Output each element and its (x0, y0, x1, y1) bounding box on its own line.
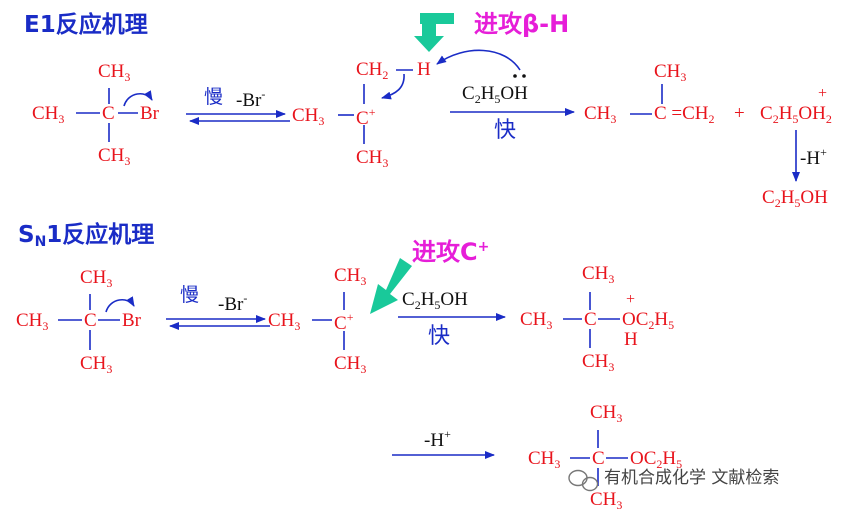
sn1-slow-label: 慢 (180, 284, 200, 306)
e1-ethanol-product: C2H5OH (762, 187, 828, 210)
sn1-oxonium-oc2h5: OC2H5 (622, 309, 675, 332)
e1-cation-ch3-left: CH3 (292, 105, 325, 128)
e1-title: E1反应机理 (24, 12, 148, 38)
sn1-attack-arrow-icon (370, 258, 412, 314)
sn1-cation-ch3-left: CH3 (268, 310, 301, 333)
e1-curved-arrow-ch (381, 73, 405, 100)
e1-slow-label: 慢 (204, 86, 224, 108)
e1-attack-arrow-icon (414, 13, 454, 52)
sn1-fast-label: 快 (428, 324, 451, 349)
e1-ch3-left: CH3 (32, 103, 65, 126)
e1-beta-h: H (417, 59, 431, 80)
e1-lone-pair-dot (522, 74, 526, 78)
sn1-ch3-top: CH3 (80, 267, 113, 290)
e1-attack-label: 进攻β-H (474, 10, 570, 38)
sn1-center-c: C (84, 310, 97, 331)
e1-product-ch3-left: CH3 (584, 103, 617, 126)
sn1-minus-h: -H+ (424, 427, 451, 451)
e1-center-c: C (102, 103, 115, 124)
e1-product-bonds (630, 84, 663, 115)
sn1-ch3-left: CH3 (16, 310, 49, 333)
sn1-minus-br: -Br- (218, 291, 248, 315)
e1-tbubr-bonds (76, 88, 138, 142)
sn1-title: SN1反应机理 (18, 222, 155, 250)
e1-cation-ch2: CH2 (356, 59, 389, 82)
sn1-curved-arrow-br (105, 296, 135, 313)
sn1-ether-ch3-bottom: CH3 (590, 489, 623, 512)
e1-oxonium-charge: + (818, 85, 828, 102)
sn1-oxonium-h: H (624, 329, 638, 350)
e1-cation-ch3-bottom: CH3 (356, 147, 389, 170)
e1-fast-label: 快 (494, 118, 517, 143)
sn1-oxonium-ch3-bottom: CH3 (582, 351, 615, 374)
sn1-oxonium-c: C (584, 309, 597, 330)
sn1-br: Br (122, 310, 141, 331)
watermark-text: 有机合成化学 文献检索 (604, 468, 780, 488)
sn1-oxonium-ch3-left: CH3 (520, 309, 553, 332)
e1-minus-h: -H+ (800, 145, 827, 169)
e1-lone-pair-dot (513, 74, 517, 78)
e1-cation-bonds (338, 69, 413, 144)
sn1-ether-bonds (570, 430, 628, 486)
e1-minus-br: -Br- (236, 87, 266, 111)
sn1-cation-ch3-bottom: CH3 (334, 353, 367, 376)
e1-product-ch3-top: CH3 (654, 61, 687, 84)
sn1-attack-label: 进攻C+ (412, 238, 490, 266)
e1-br: Br (140, 103, 159, 124)
sn1-oxonium-ch3-top: CH3 (582, 263, 615, 286)
sn1-oxonium-charge: + (626, 291, 636, 308)
sn1-ether-oc2h5: OC2H5 (630, 448, 683, 471)
e1-plus-sign: + (734, 103, 745, 124)
e1-reagent: C2H5OH (462, 83, 528, 106)
sn1-ch3-bottom: CH3 (80, 353, 113, 376)
sn1-tbubr-bonds (58, 294, 120, 350)
sn1-ether-ch3-top: CH3 (590, 402, 623, 425)
e1-product-alkene: C =CH2 (654, 103, 715, 126)
e1-protonated-ethanol: C2H5OH2 (760, 103, 832, 126)
e1-ch3-bottom: CH3 (98, 145, 131, 168)
sn1-oxonium-bonds (563, 292, 620, 348)
sn1-cation-ch3-top: CH3 (334, 265, 367, 288)
e1-cation-c: C+ (356, 105, 376, 129)
sn1-ether-ch3-left: CH3 (528, 448, 561, 471)
sn1-cation-c: C+ (334, 310, 354, 334)
wechat-icon (568, 469, 599, 492)
e1-ch3-top: CH3 (98, 61, 131, 84)
e1-curved-arrow-oh (436, 49, 521, 71)
sn1-reagent: C2H5OH (402, 289, 468, 312)
e1-curved-arrow-br (123, 90, 153, 107)
sn1-ether-c: C (592, 448, 605, 469)
sn1-cation-bonds (312, 292, 345, 350)
